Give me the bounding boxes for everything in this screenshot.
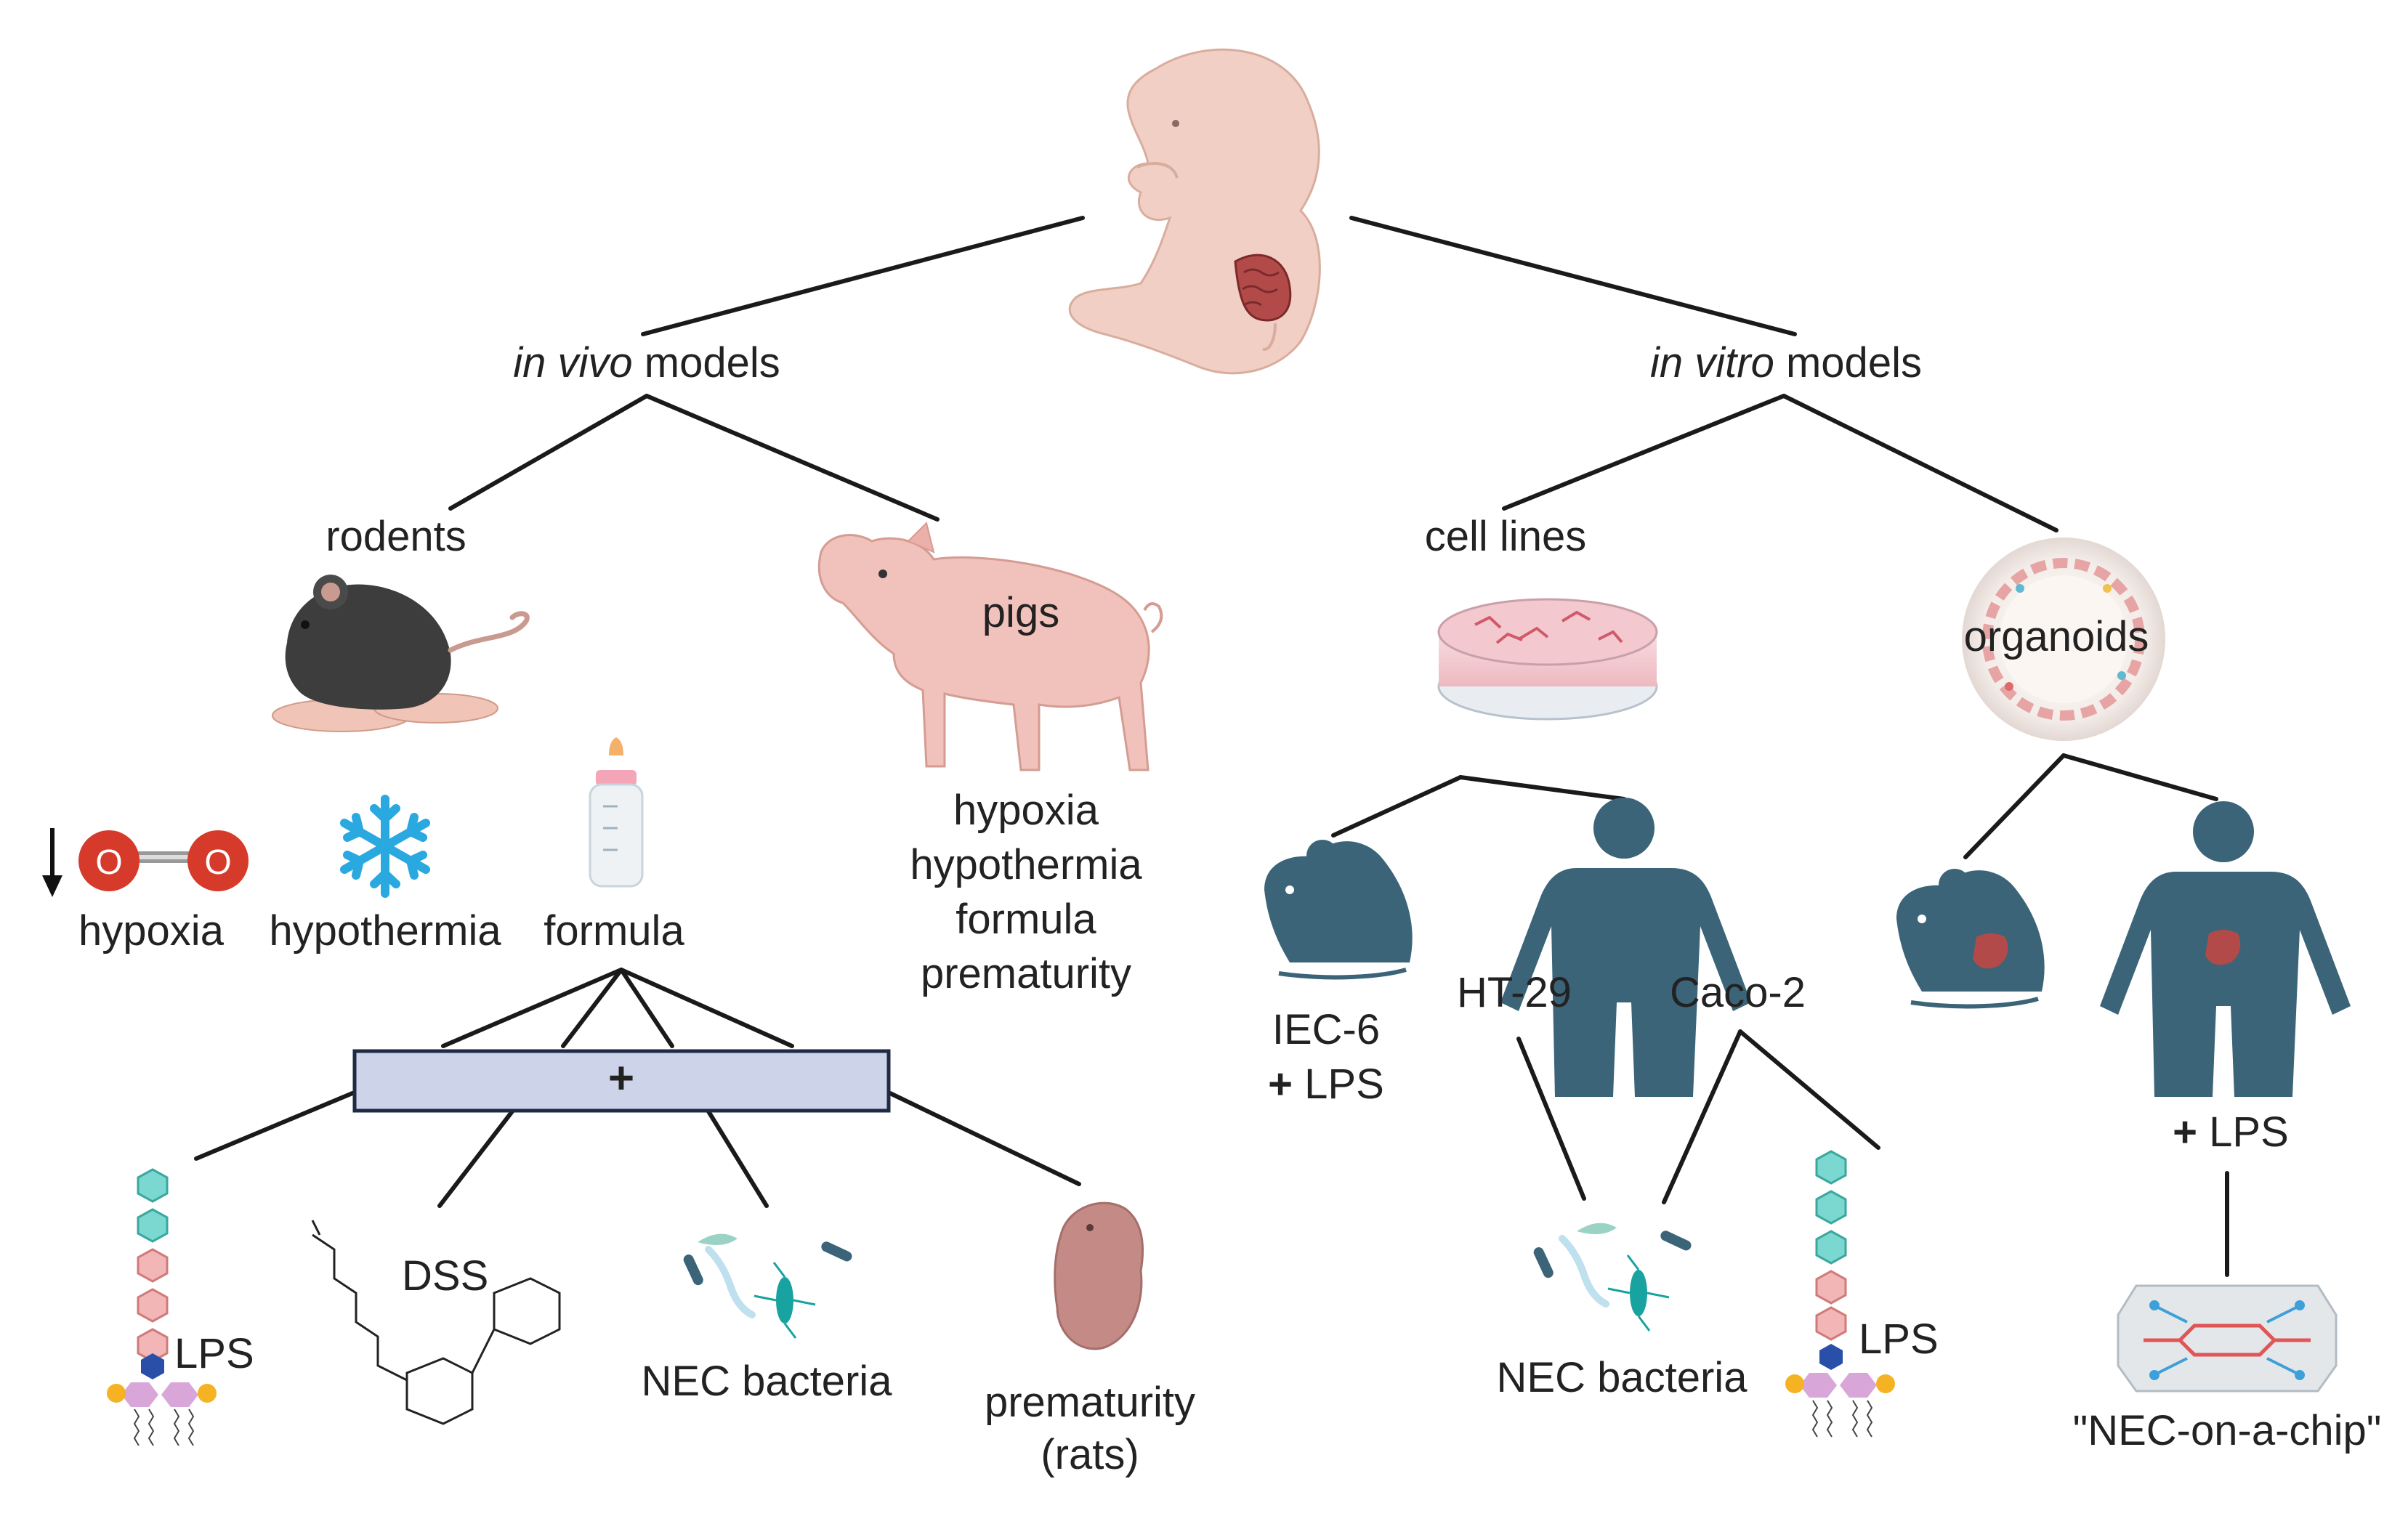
line-box-lps [194,1091,355,1161]
invitro-models-word: models [1785,339,1922,386]
label-caco2: Caco-2 [1670,969,1806,1016]
line-ht29-bacteria [1516,1037,1586,1201]
label-ht29: HT-29 [1457,969,1572,1016]
pig-method-hypoxia: hypoxia [953,787,1099,834]
additive-lps: LPS [174,1330,254,1377]
label-rodents: rodents [326,513,466,560]
fetus-icon [1068,48,1321,375]
dss-molecule-icon [311,1220,561,1425]
petri-dish-icon [1437,598,1658,721]
line-box-dss [437,1109,514,1208]
organoid-lps-plus: + [2173,1108,2198,1156]
lps-molecule-right-icon [1785,1150,1895,1438]
pig-icon [817,522,1163,771]
lps-molecule-icon [107,1168,217,1446]
line-formula-2 [561,968,623,1048]
line-dish-mouse [1331,775,1463,838]
oxygen-molecule-icon: O O [78,830,249,891]
plus-box [352,1049,891,1113]
line-org-mouse [1963,753,2066,859]
invitro-italic: in vitro [1650,339,1774,386]
down-arrow-icon [42,828,62,897]
pig-method-hypothermia: hypothermia [910,841,1142,888]
iec6-lps-plus: + [1268,1061,1293,1108]
pig-methods: hypoxia hypothermia formula prematurity [910,783,1142,1001]
iec6-lps: + LPS [1268,1057,1384,1111]
mouse-silhouette-organoid-icon [1896,869,2045,1009]
additive-nec-bacteria: NEC bacteria [641,1358,892,1405]
svg-text:O: O [204,843,231,882]
rodent-method-formula: formula [544,907,684,954]
line-fetus-invitro [1349,216,1797,336]
invivo-heading: in vivo models [513,339,780,387]
label-iec6: IEC-6 + LPS [1268,1002,1384,1111]
organoid-lps-text: LPS [2209,1108,2289,1156]
invivo-models-word: models [644,339,780,386]
baby-bottle-icon [589,737,644,888]
pig-method-prematurity: prematurity [920,950,1132,997]
svg-text:O: O [95,843,122,882]
label-cell-lines: cell lines [1424,513,1587,560]
human-silhouette-icon [1500,798,1751,1097]
newborn-rat-icon [1054,1201,1144,1350]
bacteria-right-icon [1533,1223,1692,1331]
label-lps-right: LPS [1859,1316,1939,1363]
invivo-italic: in vivo [513,339,633,386]
pig-method-formula: formula [955,896,1096,943]
label-nec-bacteria-right: NEC bacteria [1496,1354,1748,1401]
human-silhouette-organoid-icon [2100,801,2351,1097]
invitro-heading: in vitro models [1650,339,1922,387]
line-invivo-pigs [645,394,940,522]
rodent-method-hypothermia: hypothermia [269,907,501,954]
iec6-lps-text: LPS [1304,1061,1384,1108]
snowflake-icon [340,795,430,898]
mouse-silhouette-icon [1264,840,1413,980]
plus-symbol: + [607,1053,635,1103]
label-pigs: pigs [982,589,1060,636]
bacteria-icon [683,1233,852,1339]
additive-prematurity-rats: (rats) [1041,1431,1139,1478]
line-invivo-rodents [448,394,649,511]
line-caco2-lps [1738,1029,1880,1150]
line-invitro-organoids [1782,394,2058,532]
mouse-icon [272,575,530,732]
line-invitro-celllines [1502,394,1786,511]
line-fetus-invivo [641,216,1085,336]
iec6-name: IEC-6 [1272,1006,1381,1053]
label-nec-on-a-chip: "NEC-on-a-chip" [2072,1407,2382,1454]
microfluidic-chip-icon [2117,1284,2338,1393]
additive-dss: DSS [402,1252,489,1300]
line-box-prematurity [888,1091,1081,1186]
line-box-bacteria [706,1109,769,1208]
additive-prematurity-text: prematurity [984,1379,1196,1426]
line-formula-1 [441,968,623,1048]
label-organoids: organoids [1963,613,2149,660]
line-formula-4 [619,968,794,1048]
line-org-human [2061,753,2218,801]
line-dish-human [1458,775,1626,801]
additive-prematurity: prematurity (rats) [985,1377,1195,1481]
rodent-method-hypoxia: hypoxia [78,907,224,954]
organoid-icon [1962,538,2165,741]
label-organoid-lps: + LPS [2173,1108,2289,1156]
tree-lines [194,216,2229,1277]
line-caco2-bacteria [1662,1029,1742,1204]
line-formula-3 [619,968,674,1048]
